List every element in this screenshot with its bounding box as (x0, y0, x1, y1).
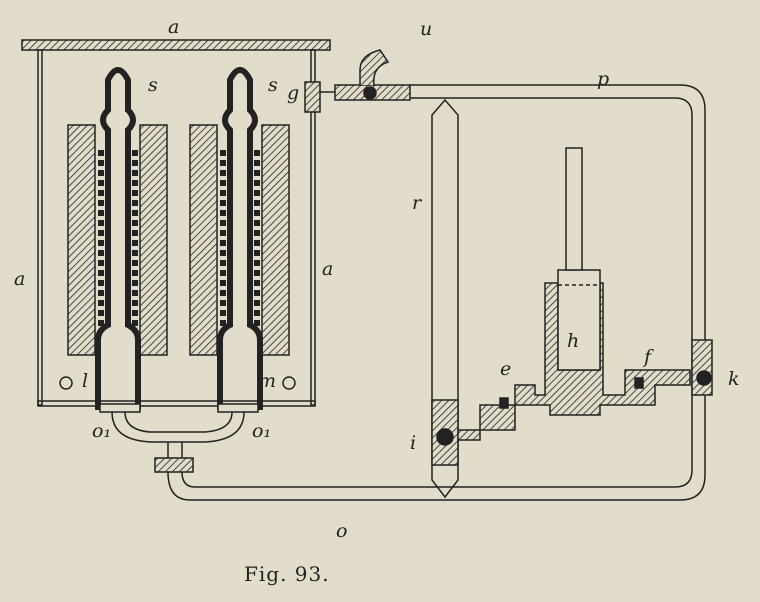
label-k: k (728, 368, 740, 390)
manifold-pipe (111, 411, 245, 443)
piston-rod (565, 147, 583, 271)
vessel-right-wall (310, 49, 316, 406)
label-i: i (410, 432, 417, 454)
label-s-right: s (268, 74, 278, 96)
label-f: f (644, 346, 652, 368)
label-p: p (597, 68, 610, 90)
label-a-left: a (14, 268, 26, 290)
right-coil (189, 67, 290, 410)
vessel-left-wall (37, 49, 43, 406)
label-l: l (82, 370, 89, 392)
label-u: u (420, 18, 433, 40)
pipe-o (167, 84, 706, 501)
label-a-top: a (168, 16, 180, 38)
valve-k (691, 339, 713, 396)
vessel-bottom (37, 400, 316, 407)
label-a-right: a (322, 258, 334, 280)
label-o: o (336, 520, 348, 542)
label-s-left: s (148, 74, 158, 96)
label-o1-right: o₁ (252, 420, 272, 442)
label-h: h (567, 330, 580, 352)
tube-r (431, 98, 459, 499)
label-r: r (412, 192, 422, 214)
label-o1-left: o₁ (92, 420, 112, 442)
left-coil (67, 67, 168, 410)
vessel-lid (21, 39, 331, 51)
label-g: g (287, 82, 300, 104)
label-e: e (500, 358, 512, 380)
figure-caption: Fig. 93. (244, 562, 330, 586)
label-m: m (258, 370, 277, 392)
